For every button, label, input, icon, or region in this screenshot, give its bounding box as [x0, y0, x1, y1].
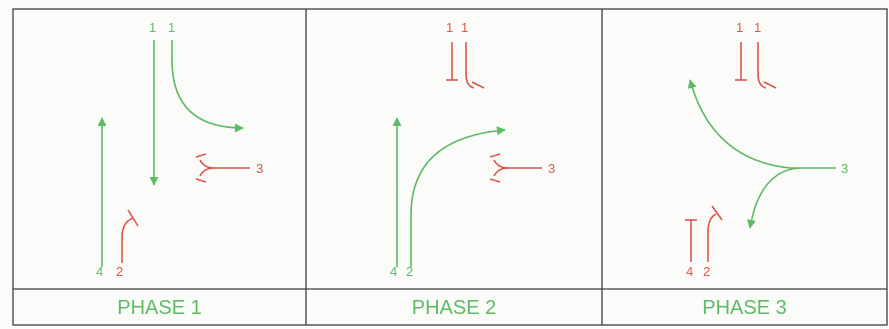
phase-2-title: PHASE 2: [411, 297, 497, 319]
phase-3-top-label-2: 1: [754, 20, 762, 35]
phase-1-movements: [97, 40, 250, 267]
phase-1-title: PHASE 1: [117, 297, 202, 319]
phase-3-side-label: 3: [841, 161, 849, 176]
movement-2-stopped-turn: [707, 205, 723, 262]
phase-3-title: PHASE 3: [702, 297, 787, 319]
movement-3-stopped: [195, 153, 250, 183]
phase-3-bottom-label-2: 2: [703, 264, 711, 279]
table-frame: [12, 8, 888, 326]
phase-3-bottom-label-1: 4: [686, 264, 694, 279]
movement-2-left-turn-arrow: [410, 126, 506, 267]
phase-1-top-label-2: 1: [168, 20, 176, 35]
movement-1-left-turn-arrow: [171, 40, 244, 133]
phase-2-bottom-label-2: 2: [406, 264, 414, 279]
phase-2-top-label-2: 1: [461, 20, 469, 35]
phase-3-movements: [685, 42, 836, 262]
phase-2-side-label: 3: [548, 161, 556, 176]
phase-1-bottom-label-1: 4: [96, 264, 104, 279]
phase-2-top-label-1: 1: [446, 20, 454, 35]
movement-3-stopped: [489, 153, 542, 183]
phase-3-top-label-1: 1: [736, 20, 744, 35]
phase-1-top-label-1: 1: [149, 20, 157, 35]
movement-1-stopped: [446, 42, 485, 89]
movement-3-right-turn-arrow: [746, 167, 801, 229]
phase-1-side-label: 3: [256, 161, 264, 176]
phase-2-bottom-label-1: 4: [390, 264, 398, 279]
movement-1-stopped: [735, 42, 777, 89]
phase-2-movements: [392, 42, 542, 267]
phase-1-bottom-label-2: 2: [116, 264, 124, 279]
movement-2-stopped-turn: [121, 209, 139, 263]
movement-3-left-turn-arrow: [687, 79, 836, 169]
movement-4-stopped: [685, 219, 697, 262]
